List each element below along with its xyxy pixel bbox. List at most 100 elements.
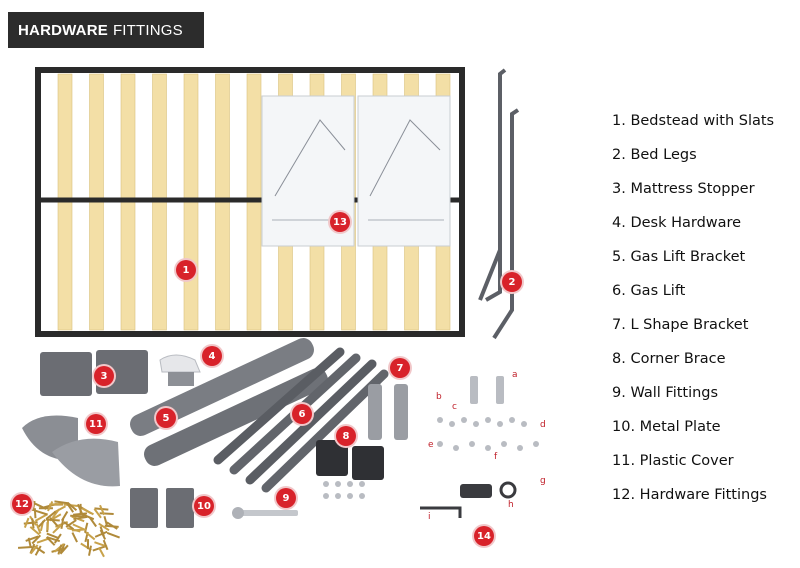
screw	[34, 513, 47, 522]
parts-list-item: 9. Wall Fittings	[612, 385, 719, 401]
screw	[98, 522, 110, 532]
screw	[51, 547, 65, 553]
gas-lift-bracket	[130, 338, 328, 466]
desk-hardware	[159, 354, 201, 386]
badge-13: 13	[330, 212, 350, 232]
badge-6: 6	[292, 404, 312, 424]
wall-fittings	[232, 507, 298, 519]
screw	[45, 536, 56, 546]
screw	[49, 502, 64, 506]
badge-9: 9	[276, 488, 296, 508]
fitting-letter-h: h	[508, 500, 514, 510]
metal-plates	[130, 488, 194, 528]
parts-list-item: 11. Plastic Cover	[612, 453, 734, 469]
screw	[88, 545, 92, 556]
header-title-bold: HARDWARE	[18, 21, 108, 39]
screw	[53, 533, 62, 544]
screw	[31, 534, 42, 545]
section-header: HARDWARE FITTINGS	[8, 12, 204, 48]
badge-5: 5	[156, 408, 176, 428]
screw	[104, 524, 119, 528]
badge-12: 12	[12, 494, 32, 514]
badge-1: 1	[176, 260, 196, 280]
screw	[94, 530, 108, 538]
parts-list-item: 7. L Shape Bracket	[612, 317, 749, 333]
badge-8: 8	[336, 426, 356, 446]
screw	[53, 505, 67, 514]
screw	[81, 507, 94, 516]
badge-4: 4	[202, 346, 222, 366]
screw	[30, 544, 39, 555]
screw	[103, 515, 109, 527]
parts-list-item: 3. Mattress Stopper	[612, 181, 755, 197]
parts-list-item: 10. Metal Plate	[612, 419, 721, 435]
screw	[34, 545, 42, 556]
screw	[84, 531, 96, 541]
screw	[66, 501, 78, 512]
fitting-letter-g: g	[540, 476, 546, 486]
screw	[31, 500, 36, 512]
screw	[89, 517, 97, 528]
screw	[23, 517, 30, 528]
screw-set	[420, 376, 539, 518]
screw	[52, 524, 62, 534]
screw	[35, 523, 42, 534]
fitting-letter-a: a	[512, 370, 518, 380]
screw	[66, 502, 75, 513]
fitting-letter-e: e	[428, 440, 434, 450]
parts-list: 1. Bedstead with Slats 2. Bed Legs 3. Ma…	[612, 104, 774, 512]
screw	[31, 518, 35, 529]
screw	[71, 532, 78, 543]
hardware-fittings-pile	[18, 500, 120, 558]
parts-list-item: 8. Corner Brace	[612, 351, 726, 367]
screw	[63, 521, 75, 531]
screw	[70, 514, 85, 518]
fitting-letter-f: f	[494, 452, 498, 462]
screw	[49, 516, 59, 527]
parts-list-item: 1. Bedstead with Slats	[612, 113, 775, 129]
screw	[25, 535, 39, 542]
badge-11: 11	[86, 414, 106, 434]
plastic-covers	[22, 415, 120, 487]
screw	[57, 544, 63, 555]
screw	[73, 515, 88, 521]
screw	[33, 508, 37, 519]
parts-list-item: 4. Desk Hardware	[612, 215, 742, 231]
screw	[34, 509, 48, 516]
screw	[59, 544, 69, 555]
instruction-sheets	[261, 95, 451, 247]
hardware-illustration	[18, 67, 539, 558]
screw	[47, 501, 54, 512]
screw	[54, 500, 69, 505]
screw	[45, 510, 57, 520]
screw	[102, 539, 109, 551]
screw	[46, 532, 60, 540]
fitting-letter-b: b	[436, 392, 442, 402]
screw	[106, 532, 120, 539]
badge-7: 7	[390, 358, 410, 378]
badge-10: 10	[194, 496, 214, 516]
screw	[84, 522, 89, 533]
screw	[93, 508, 102, 519]
fitting-letter-c: c	[452, 402, 457, 412]
parts-list-item: 12. Hardware Fittings	[612, 487, 767, 503]
bolt-row	[323, 481, 365, 499]
badge-3: 3	[94, 366, 114, 386]
badge-14: 14	[474, 526, 494, 546]
screw	[61, 510, 69, 522]
l-shape-bracket	[368, 384, 408, 440]
screw	[99, 512, 114, 515]
screw	[99, 529, 107, 540]
bed-legs	[478, 68, 520, 340]
screw	[77, 503, 84, 515]
screw	[73, 512, 88, 516]
fitting-letter-d: d	[540, 420, 546, 430]
corner-brace	[316, 440, 384, 480]
screw	[99, 504, 106, 516]
parts-list-item: 2. Bed Legs	[612, 147, 697, 163]
screw	[29, 526, 40, 536]
fitting-letter-i: i	[428, 512, 431, 522]
screw	[98, 546, 105, 558]
header-title-rest: FITTINGS	[112, 21, 183, 39]
badge-2: 2	[502, 272, 522, 292]
